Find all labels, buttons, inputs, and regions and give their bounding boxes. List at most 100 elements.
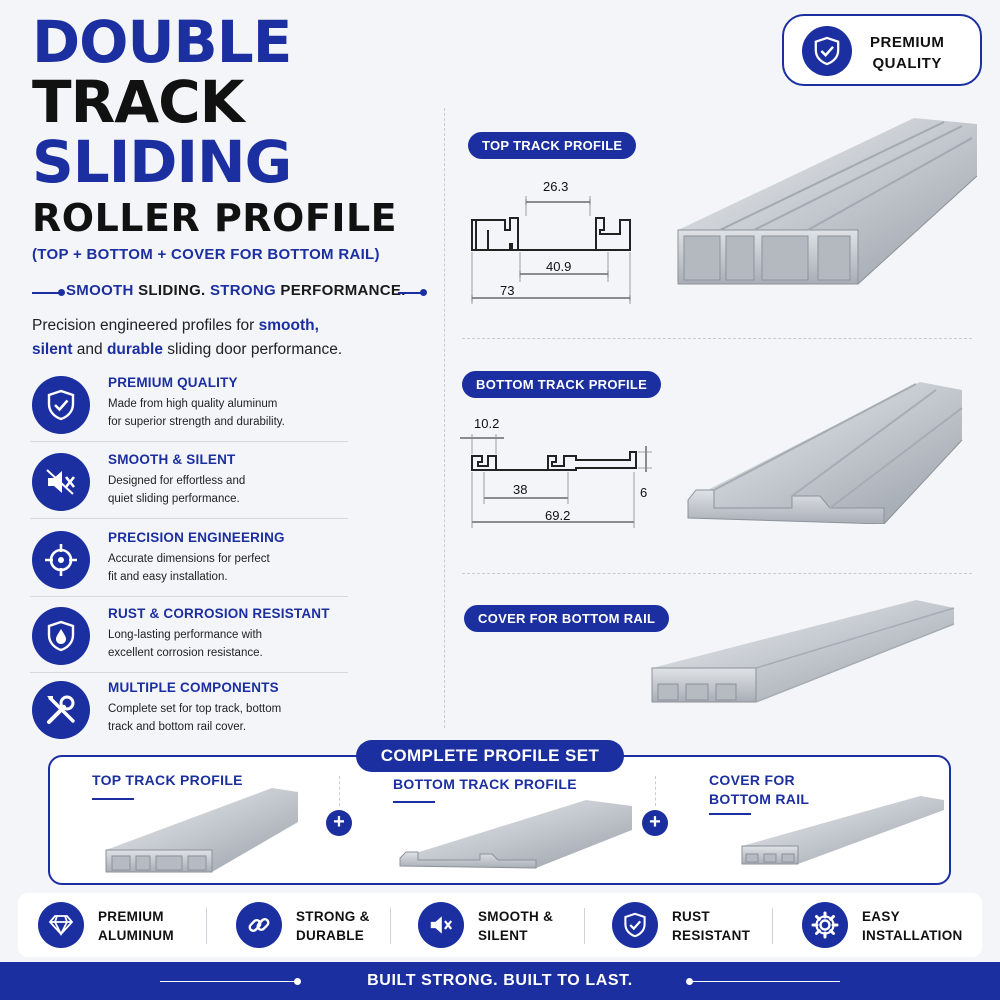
strip-separator <box>206 908 207 944</box>
shield-check-icon <box>802 26 852 76</box>
set-underline <box>709 813 751 815</box>
intro-part-3: sliding door performance. <box>162 341 343 358</box>
badge-line: PREMIUM <box>870 34 945 51</box>
feature-desc-line: fit and easy installation. <box>108 571 228 583</box>
intro-bold-silent: silent <box>32 341 73 358</box>
strip-item-line: PREMIUM <box>98 909 164 924</box>
feature-desc-line: Long-lasting performance with <box>108 629 263 641</box>
top-track-label: TOP TRACK PROFILE <box>468 132 637 159</box>
set-cover-rail-render <box>741 796 944 865</box>
dimension-label: 26.3 <box>543 179 569 194</box>
set-bottom-track-render <box>399 800 632 869</box>
strip-item-line: RESISTANT <box>672 928 751 943</box>
section-divider <box>462 573 972 574</box>
tagline-dot-right <box>420 289 427 296</box>
feature-description: Complete set for top track, bottom track … <box>108 700 344 736</box>
strip-item-line: SILENT <box>478 928 528 943</box>
badge-line: QUALITY <box>872 55 942 72</box>
feature-title: PRECISION ENGINEERING <box>108 530 285 545</box>
feature-desc-line: Designed for effortless and <box>108 475 246 487</box>
footer-rule-left <box>160 981 296 982</box>
feature-desc-line: track and bottom rail cover. <box>108 721 247 733</box>
dimension-label: 6 <box>640 485 648 500</box>
set-item-top-track: TOP TRACK PROFILE <box>92 772 243 788</box>
mute-speaker-icon <box>32 453 90 511</box>
strip-item-line: STRONG & <box>296 909 370 924</box>
feature-title: RUST & CORROSION RESISTANT <box>108 606 330 621</box>
tagline-dot-left <box>58 289 65 296</box>
dimension-label: 10.2 <box>474 416 500 431</box>
tagline-word-performance: PERFORMANCE. <box>275 282 406 299</box>
set-separator <box>655 776 656 806</box>
cover-rail-render <box>651 600 955 703</box>
feature-title: PREMIUM QUALITY <box>108 375 238 390</box>
feature-rust-corrosion: RUST & CORROSION RESISTANT Long-lasting … <box>30 599 348 673</box>
title-parenthetical: (TOP + BOTTOM + COVER FOR BOTTOM RAIL) <box>32 246 380 263</box>
crosshair-icon <box>32 531 90 589</box>
strip-item-line: RUST <box>672 909 710 924</box>
bottom-track-render <box>687 382 963 524</box>
shield-check-icon <box>32 376 90 434</box>
link-icon <box>236 902 282 948</box>
cover-rail-label: COVER FOR BOTTOM RAIL <box>464 605 670 632</box>
shield-check-icon <box>612 902 658 948</box>
tagline-word-sliding: SLIDING. <box>133 282 210 299</box>
title-line-4: ROLLER PROFILE <box>32 196 398 240</box>
complete-set-title: COMPLETE PROFILE SET <box>356 740 624 772</box>
bottom-track-label: BOTTOM TRACK PROFILE <box>462 371 662 398</box>
title-line-3: SLIDING <box>32 128 292 196</box>
dimension-label: 69.2 <box>545 508 571 523</box>
gear-icon <box>802 902 848 948</box>
feature-title: MULTIPLE COMPONENTS <box>108 680 279 695</box>
feature-premium-quality: PREMIUM QUALITY Made from high quality a… <box>30 368 348 442</box>
diamond-icon <box>38 902 84 948</box>
set-underline <box>92 798 134 800</box>
tagline-rule-left <box>32 292 62 294</box>
footer-dot-left <box>294 978 301 985</box>
top-track-dimension-drawing <box>471 196 631 304</box>
feature-desc-line: for superior strength and durability. <box>108 416 285 428</box>
footer-banner: BUILT STRONG. BUILT TO LAST. <box>0 962 1000 1000</box>
intro-part-2: and <box>72 341 107 358</box>
dimension-label: 38 <box>513 482 528 497</box>
footer-dot-right <box>686 978 693 985</box>
feature-desc-line: quiet sliding performance. <box>108 493 240 505</box>
intro-text: Precision engineered profiles for smooth… <box>32 314 412 362</box>
dimension-label: 73 <box>500 283 515 298</box>
premium-quality-badge: PREMIUM QUALITY <box>782 14 982 86</box>
tagline-rule-right <box>398 292 426 294</box>
feature-multiple-components: MULTIPLE COMPONENTS Complete set for top… <box>30 673 348 747</box>
feature-desc-line: Complete set for top track, bottom <box>108 703 282 715</box>
feature-description: Long-lasting performance with excellent c… <box>108 626 344 662</box>
strip-item-line: ALUMINUM <box>98 928 174 943</box>
mute-speaker-icon <box>418 902 464 948</box>
feature-description: Accurate dimensions for perfect fit and e… <box>108 550 344 586</box>
feature-precision-engineering: PRECISION ENGINEERING Accurate dimension… <box>30 523 348 597</box>
tagline-word-smooth: SMOOTH <box>66 282 134 299</box>
dimension-label: 40.9 <box>546 259 572 274</box>
feature-smooth-silent: SMOOTH & SILENT Designed for effortless … <box>30 445 348 519</box>
section-divider <box>462 338 972 339</box>
strip-separator <box>584 908 585 944</box>
feature-desc-line: Made from high quality aluminum <box>108 398 278 410</box>
feature-desc-line: Accurate dimensions for perfect <box>108 553 270 565</box>
strip-item-line: DURABLE <box>296 928 365 943</box>
intro-part-1: Precision engineered profiles for <box>32 317 259 334</box>
feature-desc-line: excellent corrosion resistance. <box>108 647 263 659</box>
tagline: SMOOTH SLIDING. STRONG PERFORMANCE. <box>66 282 406 299</box>
strip-separator <box>772 908 773 944</box>
tagline-word-strong: STRONG <box>209 282 276 299</box>
intro-bold-durable: durable <box>106 341 163 358</box>
plus-icon: + <box>326 810 352 836</box>
strip-item-line: SMOOTH & <box>478 909 554 924</box>
set-item-line: COVER FOR <box>709 772 795 788</box>
shield-drop-icon <box>32 607 90 665</box>
title-line-2: TRACK <box>32 68 245 136</box>
set-item-line: BOTTOM RAIL <box>709 791 810 807</box>
strip-separator <box>390 908 391 944</box>
title-line-1: DOUBLE <box>32 8 292 76</box>
set-top-track-render <box>105 788 298 873</box>
intro-bold-smooth: smooth, <box>258 317 319 334</box>
set-item-cover-rail: COVER FOR BOTTOM RAIL <box>709 771 809 809</box>
feature-description: Designed for effortless and quiet sliding… <box>108 472 344 508</box>
